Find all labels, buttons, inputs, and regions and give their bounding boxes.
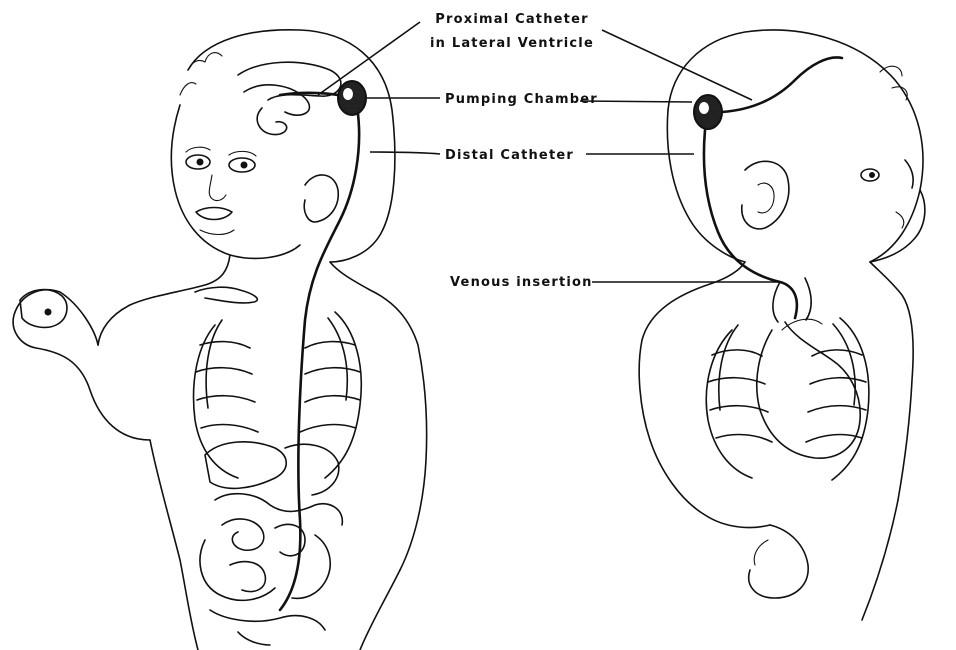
pumping-chamber-label: Pumping Chamber [445,92,598,107]
annotation-layer: Proximal Catheter in Lateral Ventricle P… [318,12,782,290]
left-rib-cage [194,312,362,478]
proximal-catheter-label-line2: in Lateral Ventricle [430,36,594,51]
pumping-chamber-right [694,95,722,129]
proximal-catheter-leader-right [602,30,752,100]
right-infant-figure [639,30,925,620]
pumping-chamber-left [338,81,366,115]
left-infant-figure [13,30,426,650]
proximal-catheter-leader-left [318,22,420,95]
distal-catheter-leader-left [370,152,440,154]
distal-catheter-label: Distal Catheter [445,148,574,163]
venous-insertion-label: Venous insertion [450,275,593,290]
proximal-catheter-label-line1: Proximal Catheter [435,12,588,27]
right-rib-cage [706,318,869,480]
left-intestines [200,494,342,645]
